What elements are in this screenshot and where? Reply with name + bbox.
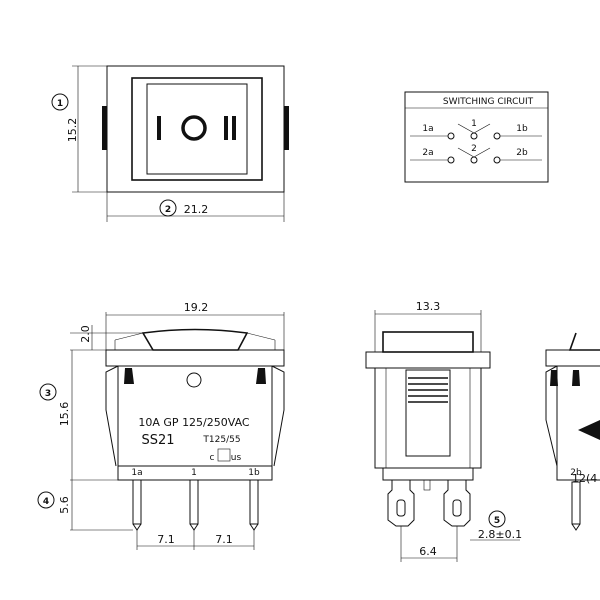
side-bezel — [365, 351, 491, 369]
top-left-clip — [102, 106, 107, 150]
side-base — [382, 467, 474, 481]
svg-text:3: 3 — [45, 389, 51, 399]
term-1a: 1a — [422, 124, 433, 134]
svg-text:1: 1 — [57, 99, 63, 109]
front-view: 10A GP 125/250VAC SS21 T125/55 c us 1a 1… — [37, 301, 285, 550]
cert-c-text: c — [210, 453, 215, 463]
term-1b: 1b — [516, 124, 528, 134]
temp-text: T125/55 — [202, 435, 240, 445]
side-view: 13.3 6.4 2.8±0.1 5 — [365, 300, 522, 562]
term-2: 2 — [471, 144, 477, 154]
led-window — [186, 372, 202, 388]
pin-1b-label: 1b — [248, 468, 260, 478]
pitch-right-dim: 7.1 — [215, 533, 233, 546]
marker-4 — [37, 491, 55, 509]
right-bezel — [545, 349, 600, 367]
side-rocker-cap — [382, 331, 474, 353]
symbol-i-icon — [157, 116, 161, 140]
top-bezel — [131, 77, 263, 181]
svg-text:4: 4 — [43, 497, 49, 507]
side-terminals — [387, 479, 471, 527]
term-1: 1 — [471, 119, 477, 129]
front-pins — [132, 479, 259, 531]
front-pin-dim: 5.6 — [58, 496, 71, 514]
marker-2 — [159, 199, 177, 217]
right-view-partial: 12(4 2b — [545, 332, 600, 531]
top-right-clip — [284, 106, 289, 150]
front-width-dim: 19.2 — [184, 301, 209, 314]
circuit-frame — [404, 91, 549, 183]
marker-1 — [51, 93, 69, 111]
model-text: SS21 — [141, 433, 174, 448]
top-view: 15.2 21.2 1 2 — [51, 65, 289, 222]
term-2a: 2a — [422, 148, 433, 158]
front-top-dim: 2.0 — [79, 325, 92, 343]
top-outer-frame — [106, 65, 285, 193]
tab-dim: 2.8±0.1 — [478, 528, 522, 541]
cert-us-text: us — [231, 453, 242, 463]
switching-circuit: SWITCHING CIRCUIT 1a 1 1b 2a 2 2b — [404, 91, 549, 183]
side-clip-ribs — [408, 377, 448, 403]
top-width-dim: 21.2 — [184, 203, 209, 216]
side-housing — [374, 367, 482, 469]
ul-mark-icon — [217, 448, 231, 462]
term-2b: 2b — [516, 148, 528, 158]
svg-text:5: 5 — [494, 516, 500, 526]
top-height-dim: 15.2 — [66, 118, 79, 143]
pitch-left-dim: 7.1 — [157, 533, 175, 546]
front-rocker-cap — [141, 328, 249, 351]
symbol-ii-icon — [224, 116, 228, 140]
tick-mark-icon — [578, 420, 600, 440]
pin-2b-label: 2b — [570, 468, 582, 478]
side-width-dim: 13.3 — [416, 300, 441, 313]
marker-3 — [39, 383, 57, 401]
pin-1-label: 1 — [191, 468, 197, 478]
symbol-o-icon — [181, 115, 207, 141]
circuit-title: SWITCHING CIRCUIT — [443, 97, 534, 107]
front-body-dim: 15.6 — [58, 402, 71, 427]
top-rocker-face — [146, 83, 248, 175]
rating-text: 10A GP 125/250VAC — [138, 416, 250, 429]
svg-text:2: 2 — [165, 205, 171, 215]
pin-1a-label: 1a — [131, 468, 142, 478]
side-clip-window — [405, 369, 451, 457]
front-bezel — [105, 349, 285, 367]
pin-offset-dim: 6.4 — [419, 545, 437, 558]
marker-5 — [488, 510, 506, 528]
